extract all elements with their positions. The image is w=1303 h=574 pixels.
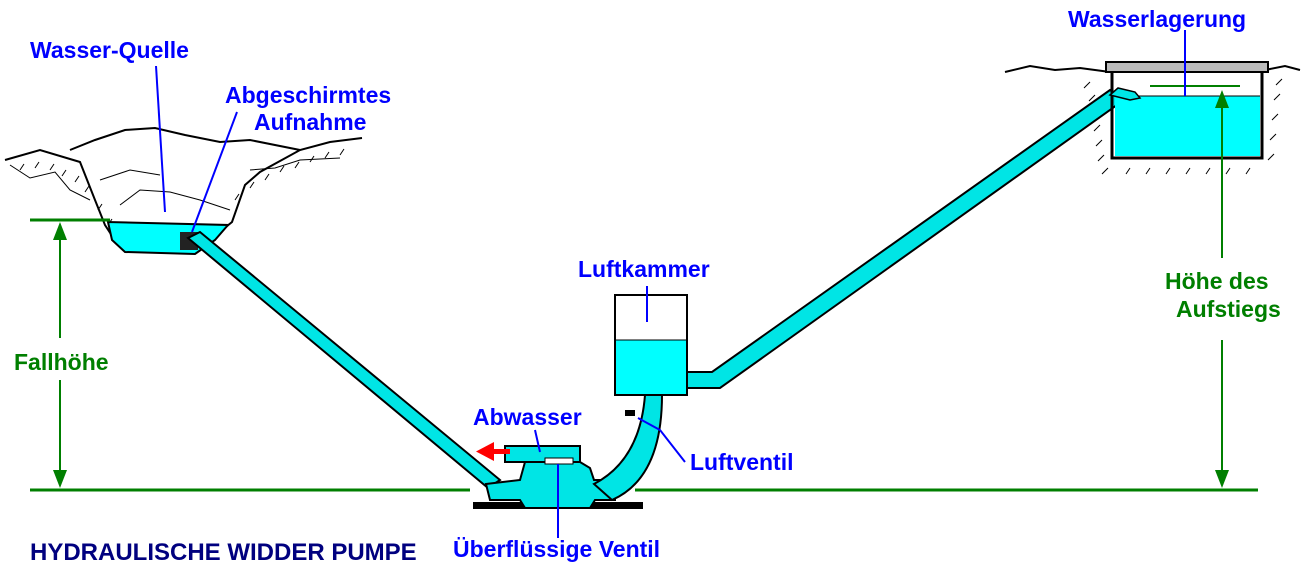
air-chamber-water: [616, 340, 686, 394]
diagram-title: HYDRAULISCHE WIDDER PUMPE: [30, 539, 417, 566]
delivery-pipe: [686, 88, 1126, 389]
ground-right: [1004, 64, 1301, 73]
storage-water: [1115, 96, 1260, 156]
air-valve: [625, 410, 635, 416]
drive-pipe: [186, 230, 502, 490]
label-overflow-valve: Überflüssige Ventil: [453, 536, 660, 562]
leader-lines: [155, 30, 1186, 538]
label-waste-water: Abwasser: [473, 404, 582, 430]
label-air-chamber: Luftkammer: [578, 256, 710, 282]
label-rise-height-line2: Aufstiegs: [1176, 296, 1281, 322]
label-fall-height: Fallhöhe: [14, 349, 109, 375]
waste-water-arrow: [476, 442, 510, 461]
label-air-valve: Luftventil: [690, 449, 794, 475]
label-screened-intake-line2: Aufnahme: [254, 109, 366, 135]
label-rise-height-line1: Höhe des: [1165, 268, 1269, 294]
rise-height-dimension: [1150, 85, 1240, 488]
label-screened-intake-line1: Abgeschirmtes: [225, 82, 391, 108]
label-water-storage: Wasserlagerung: [1068, 6, 1246, 32]
ground-hatch-left: [19, 148, 345, 226]
fall-height-dimension: [30, 218, 110, 488]
storage-tank: [1105, 61, 1269, 160]
overflow-valve-plate: [544, 457, 574, 465]
label-water-source: Wasser-Quelle: [30, 37, 189, 63]
